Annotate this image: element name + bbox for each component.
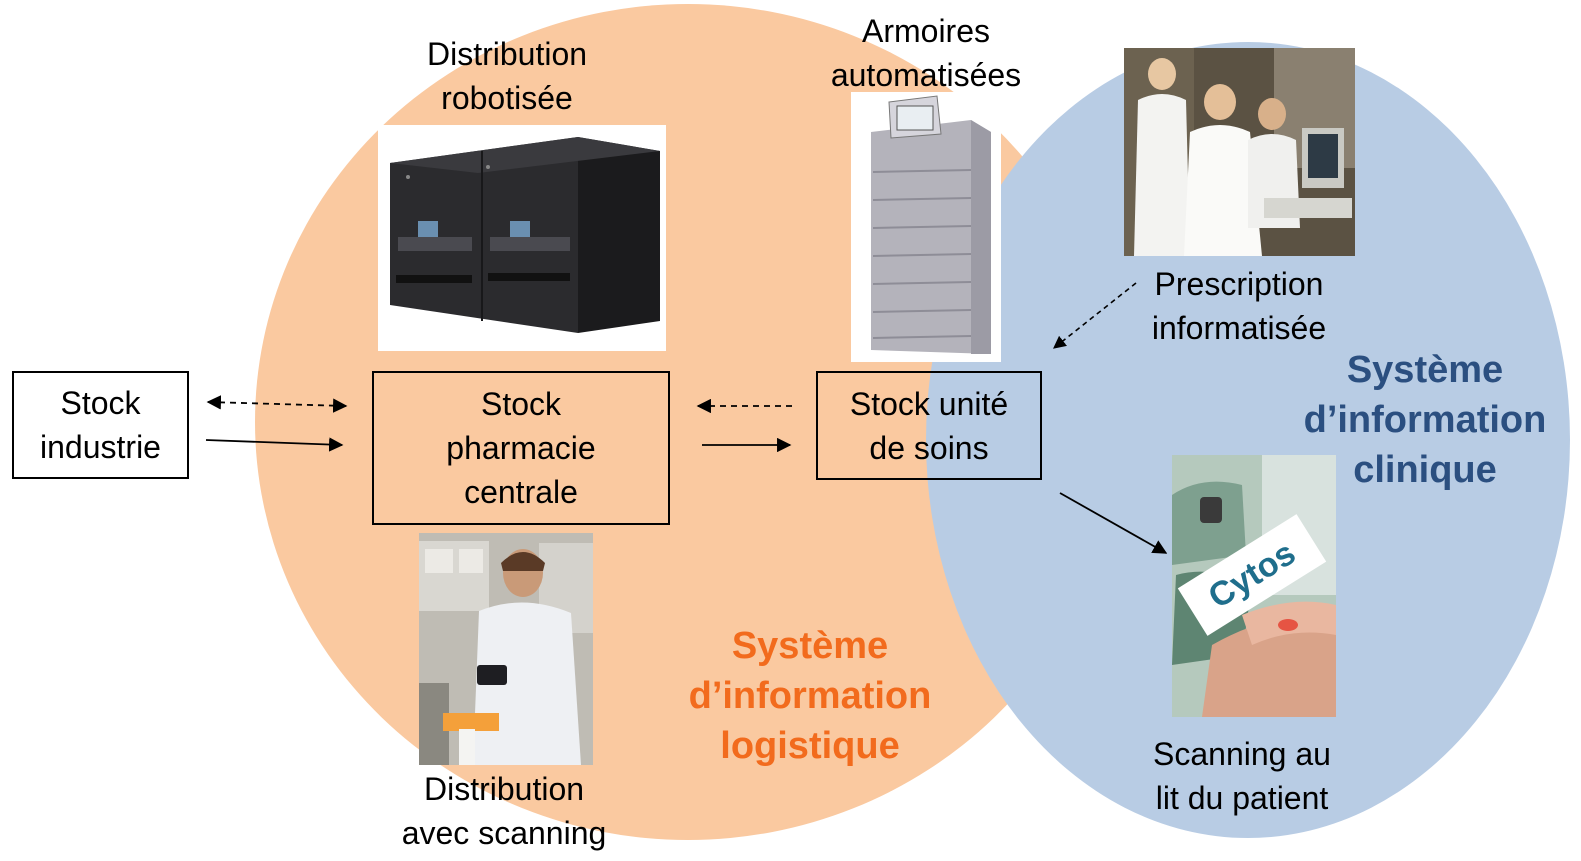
clinical-region [926,42,1570,838]
system-title-logistique: Système d’information logistique [688,625,932,767]
clinicians-computer-photo [1124,48,1355,256]
stock-industrie-box: Stock industrie [12,371,189,479]
caption-armoires: Armoires automatisées [830,13,1022,93]
caption-prescription: Prescription informatisée [1151,266,1327,346]
stock-pharmacie-box: Stock pharmacie centrale [372,371,670,525]
arrow-industrie-pharmacie-solid [205,437,344,452]
caption-scanning-lit: Scanning au lit du patient [1153,736,1331,816]
system-title-clinique: Système d’information clinique [1303,349,1547,491]
arrow-unite-bedside-solid [1059,492,1168,554]
caption-distribution-scanning: Distribution avec scanning [401,771,607,851]
automated-cabinet-icon [851,92,1001,362]
caption-distribution-robotisee: Distribution robotisée [426,36,588,116]
pharmacist-scanning-photo [419,533,593,765]
arrow-industrie-pharmacie-dashed [206,395,348,413]
robot-dispenser-icon [378,125,666,351]
stock-unite-box: Stock unité de soins [816,371,1042,480]
bedside-scan-photo: Cytos [1172,455,1336,717]
